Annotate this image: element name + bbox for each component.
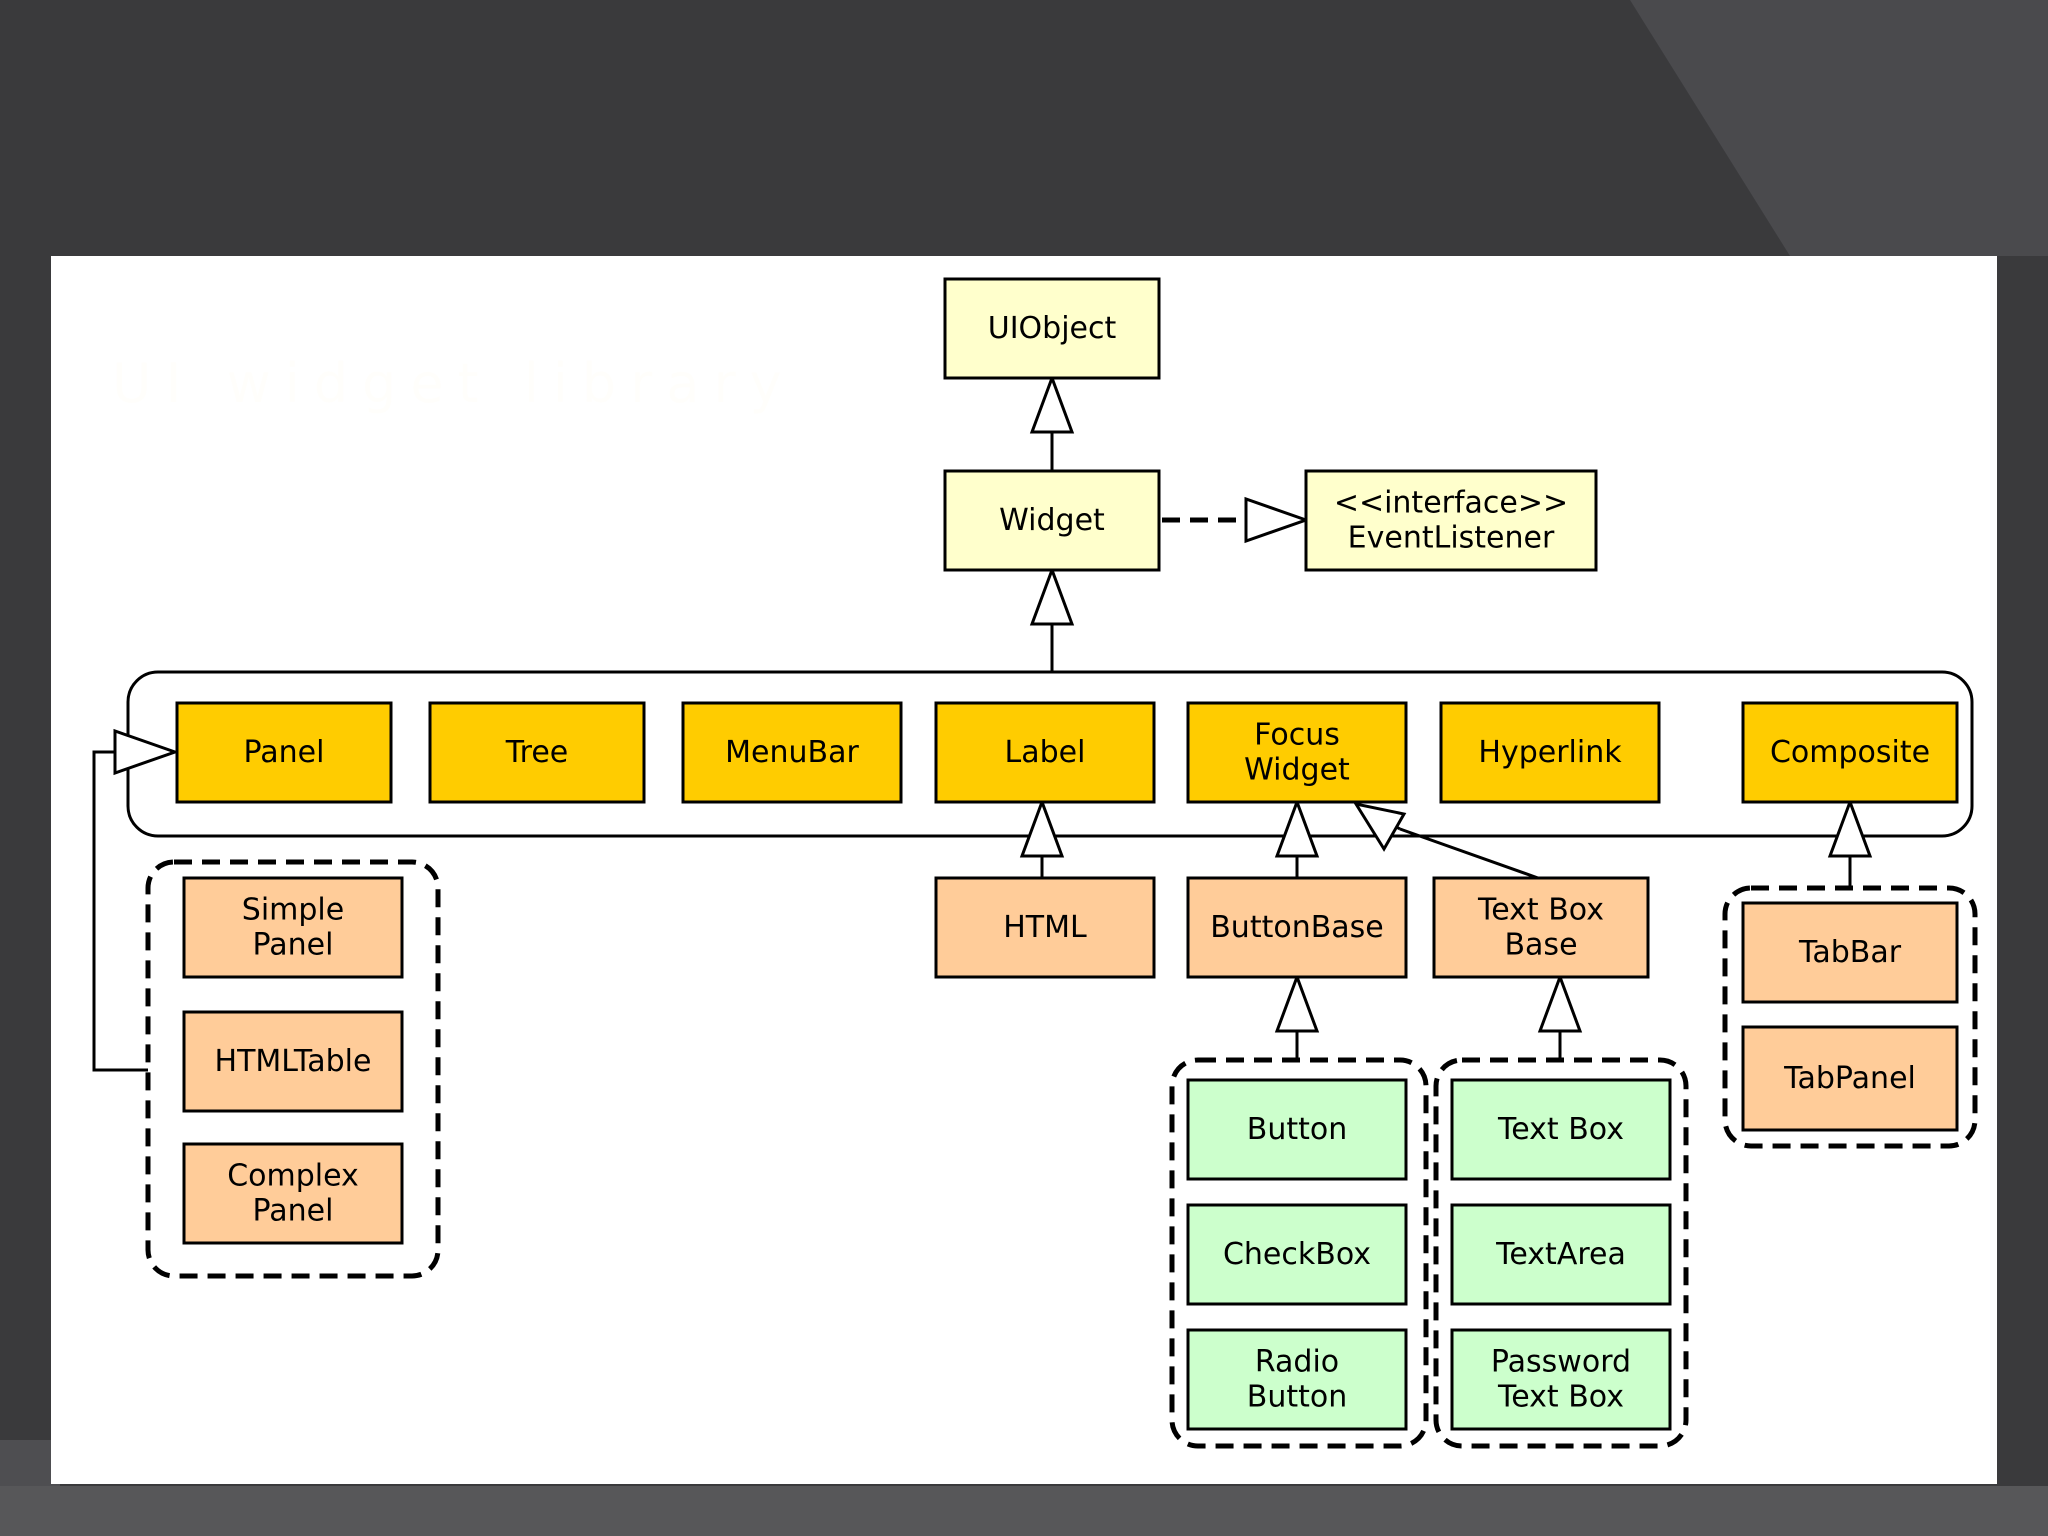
node-composite: Composite [1741, 701, 1959, 804]
node-uiobject: UIObject [943, 277, 1161, 380]
node-radiobutton-label-1: Button [1247, 1380, 1348, 1415]
buttons-to-buttonbase-arrowhead [1274, 972, 1320, 1033]
node-tabpanel-box [1741, 1025, 1959, 1132]
node-simplepanel-label-0: Simple [242, 893, 344, 928]
node-textboxbase-box [1432, 876, 1650, 979]
node-simplepanel-box [182, 876, 404, 979]
node-textboxbase-label-1: Base [1504, 928, 1577, 963]
node-textboxbase-label-0: Text Box [1477, 893, 1604, 928]
node-html-label-0: HTML [1003, 910, 1087, 945]
node-label-label-0: Label [1005, 735, 1086, 770]
node-label: Label [934, 701, 1156, 804]
button-subclasses-group [1169, 1057, 1429, 1449]
textboxbase-to-focuswidget-arrowhead [1352, 801, 1407, 852]
node-uiobject-box [943, 277, 1161, 380]
node-textarea-box [1450, 1203, 1672, 1306]
node-passwordtextbox-box [1450, 1328, 1672, 1431]
diagram-canvas [51, 256, 1997, 1484]
node-radiobutton-box [1186, 1328, 1408, 1431]
node-tabbar-box [1741, 901, 1959, 1004]
node-passwordtextbox-label-0: Password [1491, 1345, 1631, 1380]
node-eventlistener-label-0: <<interface>> [1334, 486, 1568, 521]
node-textbox: Text Box [1450, 1078, 1672, 1181]
node-menubar-label-0: MenuBar [725, 735, 859, 770]
node-hyperlink-box [1439, 701, 1661, 804]
textboxes-to-textboxbase-arrowhead [1537, 972, 1583, 1033]
node-checkbox-box [1186, 1203, 1408, 1306]
node-htmltable-label-0: HTMLTable [215, 1044, 372, 1079]
node-uiobject-label-0: UIObject [988, 311, 1117, 346]
node-eventlistener-box [1304, 469, 1598, 572]
textboxbase-to-focuswidget-line [1399, 827, 1539, 880]
node-panel-box [175, 701, 393, 804]
node-tree-box [428, 701, 646, 804]
node-menubar: MenuBar [681, 701, 903, 804]
node-tree-label-0: Tree [505, 735, 569, 770]
node-buttonbase-box [1186, 876, 1408, 979]
node-html-box [934, 876, 1156, 979]
node-focuswidget-label-1: Widget [1244, 753, 1350, 788]
node-buttonbase: ButtonBase [1186, 876, 1408, 979]
node-composite-label-0: Composite [1770, 735, 1930, 770]
node-passwordtextbox-label-1: Text Box [1497, 1380, 1624, 1415]
node-widget-label-0: Widget [999, 503, 1105, 538]
node-focuswidget-box [1186, 701, 1408, 804]
node-buttonbase-label-0: ButtonBase [1210, 910, 1384, 945]
node-complexpanel-label-0: Complex [227, 1159, 359, 1194]
node-textbox-box [1450, 1078, 1672, 1181]
node-complexpanel-label-1: Panel [253, 1194, 334, 1229]
node-simplepanel-label-1: Panel [253, 928, 334, 963]
node-complexpanel-box [182, 1142, 404, 1245]
node-tabpanel: TabPanel [1741, 1025, 1959, 1132]
group-to-widget-arrowhead [1029, 565, 1075, 626]
node-button-box [1186, 1078, 1408, 1181]
html-to-label-arrowhead [1019, 797, 1065, 858]
node-eventlistener: <<interface>>EventListener [1304, 469, 1598, 572]
node-composite-box [1741, 701, 1959, 804]
node-textarea-label-0: TextArea [1495, 1237, 1626, 1272]
node-tabbar: TabBar [1741, 901, 1959, 1004]
node-tabpanel-label-0: TabPanel [1783, 1061, 1916, 1096]
node-panel-label-0: Panel [244, 735, 325, 770]
node-focuswidget-label-0: Focus [1254, 718, 1340, 753]
panel-subclasses-group [145, 859, 441, 1279]
node-checkbox-label-0: CheckBox [1223, 1237, 1371, 1272]
node-tree: Tree [428, 701, 646, 804]
node-widget: Widget [943, 469, 1161, 572]
panel-subclasses-to-panel-line [92, 750, 148, 1072]
node-hyperlink-label-0: Hyperlink [1478, 735, 1622, 770]
node-button-label-0: Button [1247, 1112, 1348, 1147]
node-label-box [934, 701, 1156, 804]
node-radiobutton-label-0: Radio [1255, 1345, 1339, 1380]
realization-arrowhead [1244, 496, 1311, 544]
node-widget-box [943, 469, 1161, 572]
panel-subclasses-to-panel-arrowhead [113, 728, 180, 776]
buttonbase-to-focuswidget-arrowhead [1274, 797, 1320, 858]
node-textbox-label-0: Text Box [1497, 1112, 1624, 1147]
node-tabbar-label-0: TabBar [1798, 935, 1902, 970]
widget-to-uiobject-arrowhead [1029, 373, 1075, 434]
node-panel: Panel [175, 701, 393, 804]
node-htmltable-box [182, 1010, 404, 1113]
node-menubar-box [681, 701, 903, 804]
node-hyperlink: Hyperlink [1439, 701, 1661, 804]
node-eventlistener-label-1: EventListener [1348, 521, 1555, 556]
node-htmltable: HTMLTable [182, 1010, 404, 1113]
tabs-to-composite-arrowhead [1827, 797, 1873, 858]
slide-title: UI widget library [112, 352, 796, 415]
node-checkbox: CheckBox [1186, 1203, 1408, 1306]
node-button: Button [1186, 1078, 1408, 1181]
node-html: HTML [934, 876, 1156, 979]
node-textarea: TextArea [1450, 1203, 1672, 1306]
